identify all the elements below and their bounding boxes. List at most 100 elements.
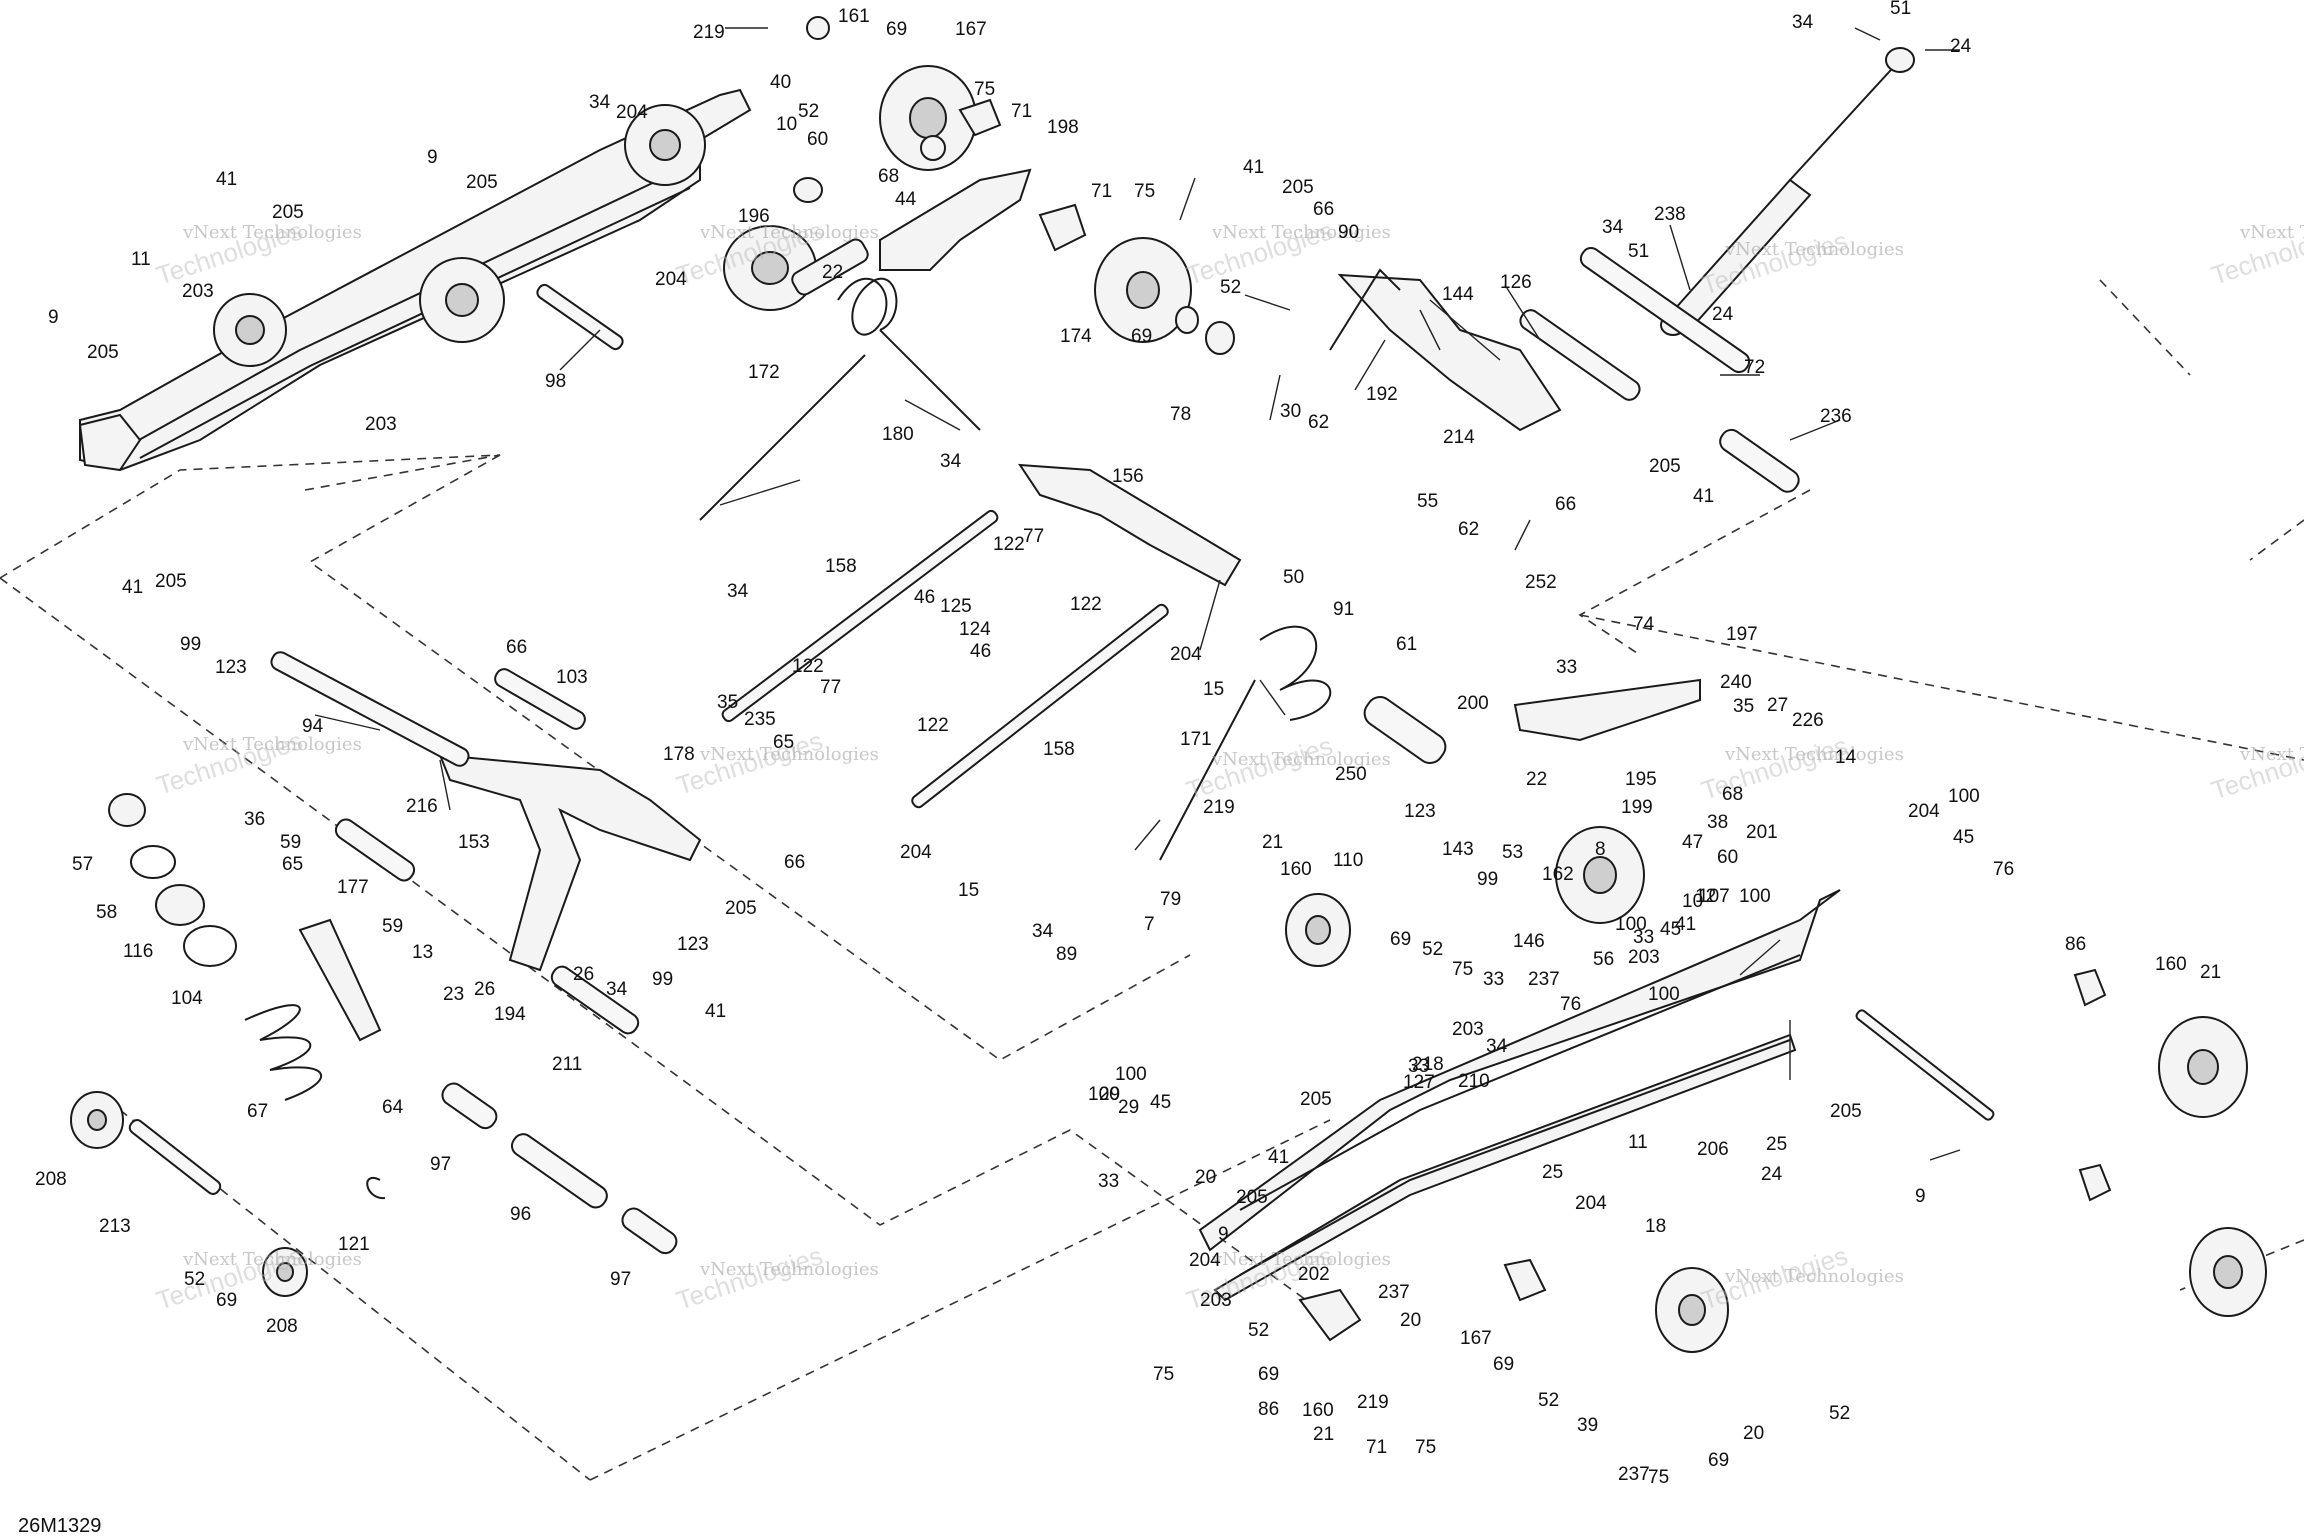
callout-97: 97 <box>430 1154 451 1175</box>
callout-198: 198 <box>1047 117 1079 138</box>
callout-51: 51 <box>1890 0 1911 19</box>
callout-45: 45 <box>1150 1092 1171 1113</box>
callout-204: 204 <box>616 102 648 123</box>
callout-71: 71 <box>1091 181 1112 202</box>
callout-98: 98 <box>545 371 566 392</box>
callout-205: 205 <box>1282 177 1314 198</box>
callout-205: 205 <box>87 342 119 363</box>
callout-210: 210 <box>1458 1071 1490 1092</box>
callout-238: 238 <box>1654 204 1686 225</box>
callout-34: 34 <box>727 581 749 602</box>
callout-158: 158 <box>1043 739 1075 760</box>
callout-99: 99 <box>652 969 673 990</box>
callout-158: 158 <box>825 556 857 577</box>
callout-252: 252 <box>1525 572 1557 593</box>
callout-219: 219 <box>1357 1392 1389 1413</box>
callout-236: 236 <box>1820 406 1852 427</box>
callout-50: 50 <box>1283 567 1304 588</box>
callout-22: 22 <box>822 262 843 283</box>
rear-spring-250 <box>1159 625 1701 967</box>
callout-67: 67 <box>247 1101 268 1122</box>
callout-219: 219 <box>1203 797 1235 818</box>
callout-68: 68 <box>878 166 899 187</box>
svg-text:vNext Technologies: vNext Technologies <box>699 1259 879 1280</box>
callout-59: 59 <box>382 916 403 937</box>
callout-36: 36 <box>244 809 265 830</box>
callout-45: 45 <box>1660 919 1681 940</box>
callout-79: 79 <box>1160 889 1181 910</box>
callout-12: 12 <box>1695 886 1716 907</box>
callout-205: 205 <box>1649 456 1681 477</box>
callout-124: 124 <box>959 619 991 640</box>
callout-160: 160 <box>2155 954 2187 975</box>
part-callouts: 219 161 69 167 40 52 75 71 10 60 198 68 … <box>35 0 2221 1488</box>
callout-240: 240 <box>1720 672 1752 693</box>
svg-text:vNext Technologies: vNext Technologies <box>1211 749 1391 770</box>
callout-213: 213 <box>99 1216 131 1237</box>
callout-91: 91 <box>1333 599 1354 620</box>
callout-24: 24 <box>1712 304 1734 325</box>
callout-192: 192 <box>1366 384 1398 405</box>
callout-121: 121 <box>338 1234 370 1255</box>
callout-9: 9 <box>1218 1224 1229 1245</box>
callout-237: 237 <box>1378 1282 1410 1303</box>
callout-34: 34 <box>606 979 628 1000</box>
front-shock-and-spring <box>70 793 386 1297</box>
callout-100: 100 <box>1948 786 1980 807</box>
callout-160: 160 <box>1280 859 1312 880</box>
callout-20: 20 <box>1400 1310 1421 1331</box>
front-arm-153 <box>270 283 702 1255</box>
callout-66: 66 <box>1313 199 1334 220</box>
callout-25: 25 <box>1766 1134 1787 1155</box>
callout-107: 107 <box>1698 886 1730 907</box>
callout-41: 41 <box>1675 914 1696 935</box>
callout-167: 167 <box>1460 1328 1492 1349</box>
callout-20: 20 <box>1743 1423 1764 1444</box>
callout-123: 123 <box>677 934 709 955</box>
callout-205: 205 <box>1300 1089 1332 1110</box>
callout-86: 86 <box>2065 934 2086 955</box>
callout-55: 55 <box>1417 491 1438 512</box>
callout-23: 23 <box>443 984 464 1005</box>
rear-arm-156 <box>721 463 1242 809</box>
callout-21: 21 <box>1262 832 1283 853</box>
callout-10: 10 <box>776 114 797 135</box>
callout-26: 26 <box>573 964 594 985</box>
callout-25: 25 <box>1542 1162 1563 1183</box>
callout-10: 10 <box>1682 891 1703 912</box>
callout-14: 14 <box>1835 747 1857 768</box>
callout-52: 52 <box>1538 1390 1559 1411</box>
callout-75: 75 <box>1134 181 1155 202</box>
callout-203: 203 <box>365 414 397 435</box>
left-rail-assembly <box>78 88 752 472</box>
callout-203: 203 <box>1628 947 1660 968</box>
callout-34: 34 <box>589 92 611 113</box>
callout-199: 199 <box>1621 797 1653 818</box>
svg-text:Technologies: Technologies <box>2208 730 2304 805</box>
callout-69: 69 <box>1258 1364 1279 1385</box>
callout-204: 204 <box>1908 801 1940 822</box>
callout-100: 100 <box>1115 1064 1147 1085</box>
callout-45: 45 <box>1953 827 1974 848</box>
shock-absorber-238 <box>1660 47 1915 337</box>
callout-235: 235 <box>744 709 776 730</box>
callout-66: 66 <box>784 852 805 873</box>
callout-195: 195 <box>1625 769 1657 790</box>
callout-237: 237 <box>1618 1464 1650 1485</box>
callout-64: 64 <box>382 1097 404 1118</box>
callout-127: 127 <box>1403 1072 1435 1093</box>
callout-41: 41 <box>122 577 143 598</box>
callout-46: 46 <box>914 587 935 608</box>
callout-71: 71 <box>1011 101 1032 122</box>
callout-56: 56 <box>1593 949 1614 970</box>
callout-122: 122 <box>993 534 1025 555</box>
callout-62: 62 <box>1458 519 1479 540</box>
callout-33: 33 <box>1408 1056 1429 1077</box>
callout-206: 206 <box>1697 1139 1729 1160</box>
callout-205: 205 <box>1830 1101 1862 1122</box>
svg-text:Technologies: Technologies <box>1698 730 1852 805</box>
callout-178: 178 <box>663 744 695 765</box>
callout-208: 208 <box>35 1169 67 1190</box>
callout-41: 41 <box>1693 486 1714 507</box>
callout-68: 68 <box>1722 784 1743 805</box>
